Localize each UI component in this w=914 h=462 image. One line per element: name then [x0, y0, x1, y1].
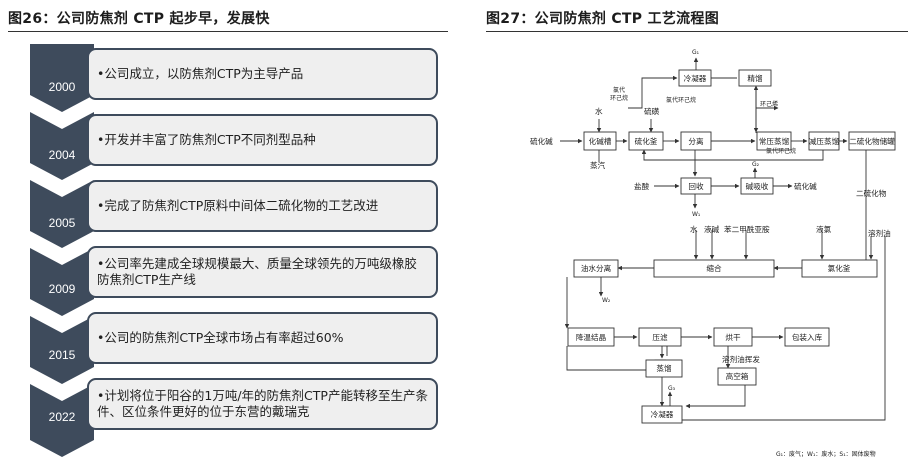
label-benerjiaxianyaan: 苯二甲酰亚胺: [724, 224, 770, 234]
timeline-chevron-2004: [30, 112, 94, 180]
flow-box-jiangwenjiejing: 降温结晶: [576, 332, 606, 342]
right-figure-title: 图27：公司防焦剂 CTP 工艺流程图: [486, 11, 720, 27]
left-figure-title: 图26：公司防焦剂 CTP 起步早，发展快: [8, 11, 270, 27]
timeline-event-2005: •完成了防焦剂CTP原料中间体二硫化物的工艺改进: [87, 180, 438, 232]
timeline-event-2000: •公司成立，以防焦剂CTP为主导产品: [87, 48, 438, 100]
timeline-chevron-2009: [30, 248, 94, 316]
timeline-event-text: •开发并丰富了防焦剂CTP不同剂型品种: [97, 132, 316, 147]
timeline-chevron-2000: [30, 44, 94, 112]
label-liuhuang: 硫磺: [644, 106, 660, 116]
label-lvdaihuanjiwan1: 氯代: [613, 86, 625, 94]
timeline-chevron-2015: [30, 316, 94, 384]
flow-box-hunhe: 缩合: [706, 263, 722, 273]
label-hualianjian: 硫化碱: [530, 136, 553, 146]
timeline-year-2005: 2005: [48, 216, 76, 230]
label-erliuhuawu: 二硫化物: [856, 188, 887, 198]
timeline-event-text: •公司的防焦剂CTP全球市场占有率超过60%: [97, 330, 344, 345]
timeline-year-2015: 2015: [48, 348, 76, 362]
left-title-divider: [8, 31, 448, 32]
timeline-event-text: •完成了防焦剂CTP原料中间体二硫化物的工艺改进: [97, 198, 379, 213]
label-shui1: 水: [595, 106, 603, 116]
label-g2: G₂: [752, 161, 760, 168]
flow-box-lengningqi2: 冷凝器: [651, 409, 674, 419]
label-g3: G₃: [668, 385, 676, 392]
flow-box-erliuhuawuchuguan: 二硫化物储罐: [849, 136, 895, 146]
label-rongjiyou1: 溶剂油: [868, 228, 891, 238]
flow-box-huishou: 回收: [688, 181, 704, 191]
label-lvdaihuanjiwan2: 氯代环己烷: [666, 96, 696, 104]
label-w2: W₂: [602, 297, 611, 304]
timeline-year-2000: 2000: [48, 80, 76, 94]
flow-box-yalv: 压滤: [652, 332, 668, 342]
timeline-year-2004: 2004: [48, 148, 76, 162]
label-rongjiyouhuifa: 溶剂油挥发: [722, 354, 760, 364]
flow-box-baozhuangruku: 包装入库: [792, 332, 823, 342]
timeline-chevron-2022: [30, 384, 94, 457]
flow-box-youshuifenli: 油水分离: [581, 263, 612, 273]
flow-box-zhengliu: 蒸馏: [656, 363, 672, 373]
label-w1: W₁: [692, 211, 701, 218]
label-huanjixi: 环己烯: [760, 100, 778, 108]
flow-box-huahuafu: 硫化釜: [635, 136, 658, 146]
timeline-event-2022: •计划将位于阳谷的1万吨/年的防焦剂CTP产能转移至生产条件、区位条件更好的位于…: [87, 378, 438, 430]
flow-box-lengningqi1: 冷凝器: [684, 73, 707, 83]
timeline-event-2004: •开发并丰富了防焦剂CTP不同剂型品种: [87, 114, 438, 166]
label-yelv: 液氯: [816, 224, 832, 234]
right-title-divider: [486, 31, 908, 32]
flow-box-jianxishou: 碱吸收: [746, 181, 769, 191]
flow-box-lvhuafu: 氯化釜: [828, 263, 851, 273]
timeline-event-text: •公司成立，以防焦剂CTP为主导产品: [97, 66, 304, 81]
timeline-year-2022: 2022: [48, 410, 76, 424]
label-zhengqi: 蒸汽: [590, 160, 606, 170]
timeline-event-text: •计划将位于阳谷的1万吨/年的防焦剂CTP产能转移至生产条件、区位条件更好的位于…: [97, 388, 428, 419]
timeline-event-2009: •公司率先建成全球规模最大、质量全球领先的万吨级橡胶防焦剂CTP生产线: [87, 246, 438, 298]
flow-connectors: [560, 57, 886, 423]
label-lvdaihuanjiwan3: 氯代环己烷: [766, 147, 796, 155]
flow-legend: G₁：废气；W₁：废水；S₁：固体废物: [776, 450, 876, 458]
label-liuhuajian-out: 硫化碱: [794, 181, 817, 191]
flow-box-jingliu: 精馏: [747, 73, 763, 83]
flow-box-jianyazhengliu: 减压蒸馏: [809, 136, 840, 146]
label-yejian1: 液碱: [704, 224, 720, 234]
flow-box-zhengyazhengliu: 常压蒸馏: [759, 136, 790, 146]
flow-box-huajianzhao: 化碱槽: [589, 136, 612, 146]
timeline-event-text: •公司率先建成全球规模最大、质量全球领先的万吨级橡胶防焦剂CTP生产线: [97, 256, 417, 287]
label-shui2: 水: [690, 224, 698, 234]
flow-box-fenli: 分离: [688, 136, 704, 146]
timeline-chevron-2005: [30, 180, 94, 248]
label-yansuan: 盐酸: [634, 181, 650, 191]
label-g1: G₁: [692, 49, 700, 56]
flow-labels: 硫化碱 水 蒸汽 硫磺 氯代 环己烷 氯代环己烷 氯代环己烷 环己烯 G₁ G₂…: [530, 49, 891, 458]
process-flow-diagram: 化碱槽 硫化釜 分离 冷凝器 精馏 常压蒸馏 减压蒸馏 二硫化物储罐 回收 碱吸…: [530, 49, 896, 458]
flow-box-honggan: 烘干: [725, 332, 741, 342]
timeline-year-2009: 2009: [48, 282, 76, 296]
timeline-event-2015: •公司的防焦剂CTP全球市场占有率超过60%: [87, 312, 438, 364]
flow-boxes: 化碱槽 硫化釜 分离 冷凝器 精馏 常压蒸馏 减压蒸馏 二硫化物储罐 回收 碱吸…: [567, 69, 896, 424]
label-lvdaihuanjiwan1b: 环己烷: [610, 94, 628, 102]
flow-box-gaokongxiang: 高空箱: [726, 371, 749, 381]
